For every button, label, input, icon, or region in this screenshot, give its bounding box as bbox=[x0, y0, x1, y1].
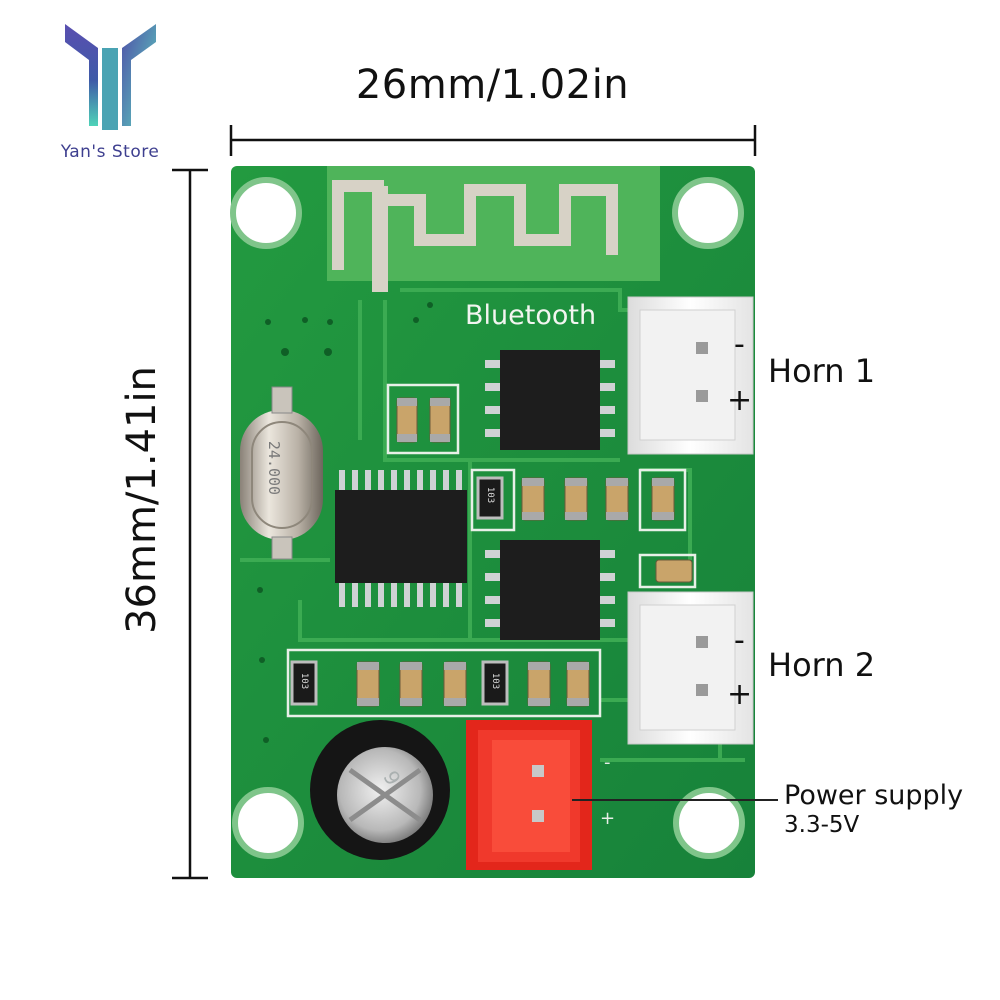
electrolytic-capacitor bbox=[310, 720, 450, 860]
horn1-plus-mark: + bbox=[727, 383, 753, 418]
horn1-label: Horn 1 bbox=[768, 352, 876, 390]
mounting-hole-bottom-left bbox=[232, 787, 304, 859]
horn2-plus-mark: + bbox=[727, 677, 753, 712]
main-bluetooth-chip bbox=[335, 470, 467, 607]
smd-components bbox=[290, 397, 693, 707]
mounting-hole-top-right bbox=[672, 177, 744, 249]
horn2-minus-mark: - bbox=[734, 623, 745, 658]
amplifier-chip-1 bbox=[485, 350, 615, 450]
horn2-connector bbox=[627, 591, 754, 745]
silk-minus: - bbox=[604, 752, 611, 773]
crystal-oscillator bbox=[240, 410, 323, 540]
amplifier-chip-2 bbox=[485, 540, 615, 640]
antenna-trace bbox=[332, 180, 618, 292]
resistor-code-2: 103 bbox=[299, 672, 310, 690]
silk-plus: + bbox=[600, 808, 616, 829]
mounting-hole-top-left bbox=[230, 177, 302, 249]
power-connector bbox=[466, 720, 592, 870]
mounting-hole-bottom-right bbox=[673, 787, 745, 859]
power-voltage-label: 3.3-5V bbox=[784, 812, 860, 838]
width-dimension-label: 26mm/1.02in bbox=[355, 62, 630, 108]
horn1-minus-mark: - bbox=[734, 327, 745, 362]
crystal-marking-text: 24.000 bbox=[265, 440, 283, 496]
store-name: Yan's Store bbox=[60, 142, 160, 162]
resistor-code-3: 103 bbox=[490, 672, 501, 690]
power-supply-label: Power supply bbox=[784, 780, 964, 811]
horn2-label: Horn 2 bbox=[768, 646, 876, 684]
horn1-connector bbox=[627, 296, 754, 455]
resistor-code-1: 103 bbox=[485, 486, 496, 504]
store-logo-icon bbox=[65, 24, 156, 130]
bluetooth-silkscreen: Bluetooth bbox=[465, 300, 597, 331]
